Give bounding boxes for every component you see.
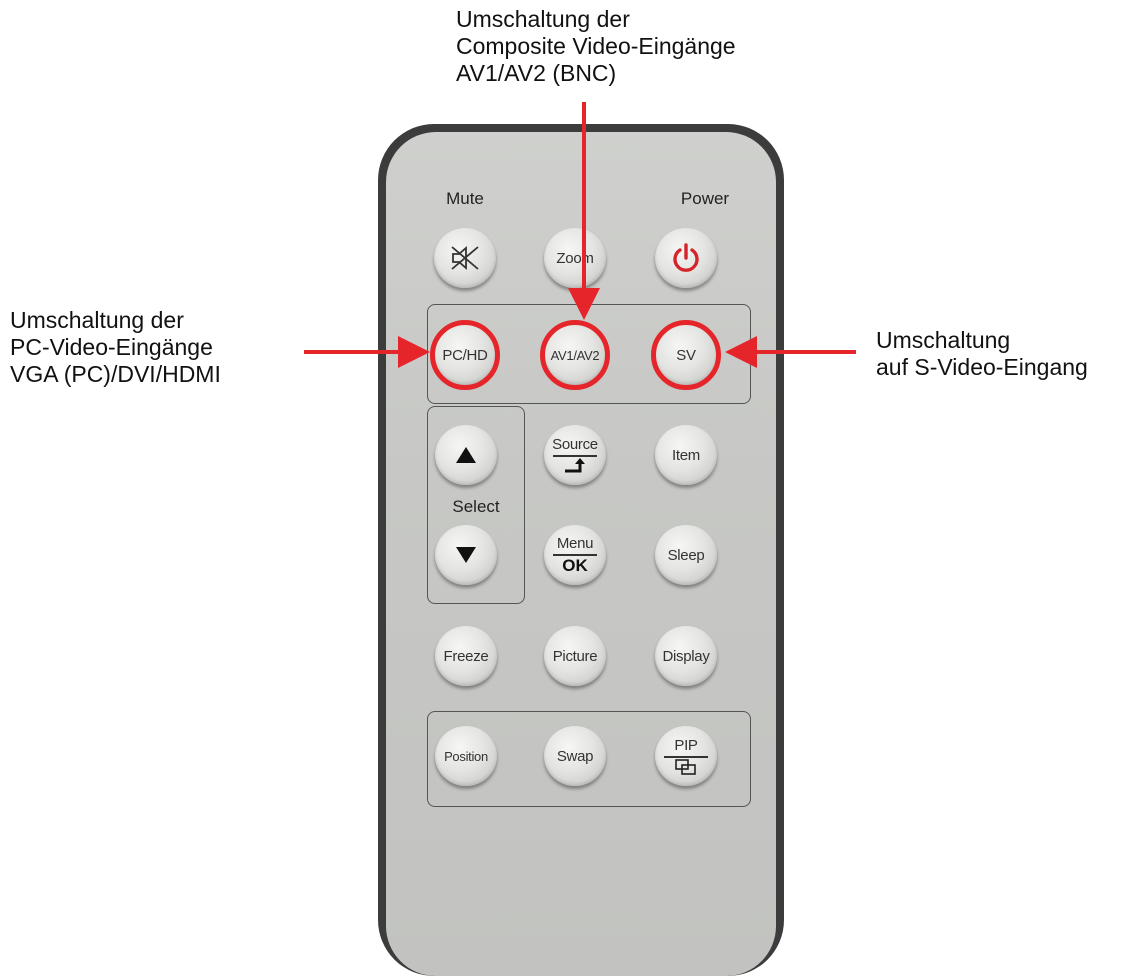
power-icon <box>673 243 699 272</box>
zoom-button[interactable]: Zoom <box>544 228 606 288</box>
position-label: Position <box>444 748 488 764</box>
swap-button[interactable]: Swap <box>544 726 606 786</box>
pip-label: PIP <box>674 737 698 755</box>
freeze-label: Freeze <box>443 647 489 665</box>
mute-label: Mute <box>446 189 484 208</box>
pip-divider <box>664 756 708 758</box>
source-label: Source <box>552 436 598 454</box>
menu-label: Menu <box>556 535 594 553</box>
display-button[interactable]: Display <box>655 626 717 686</box>
menu-ok-button[interactable]: Menu OK <box>544 525 606 585</box>
select-down-button[interactable] <box>435 525 497 585</box>
mute-icon <box>451 246 479 270</box>
ok-label: OK <box>562 555 588 575</box>
source-divider <box>553 455 597 457</box>
arrow-up-icon <box>456 447 476 463</box>
callout-composite-video: Umschaltung der Composite Video-Eingänge… <box>456 6 736 86</box>
select-up-button[interactable] <box>435 425 497 485</box>
pip-button[interactable]: PIP <box>655 726 717 786</box>
sv-highlight-ring <box>651 320 721 390</box>
position-button[interactable]: Position <box>435 726 497 786</box>
item-label: Item <box>672 446 700 464</box>
pc-hd-highlight-ring <box>430 320 500 390</box>
select-group-box <box>427 406 525 604</box>
picture-button[interactable]: Picture <box>544 626 606 686</box>
power-label: Power <box>680 189 730 208</box>
select-label: Select <box>452 497 500 516</box>
arrow-down-icon <box>456 547 476 563</box>
mute-button[interactable] <box>434 228 496 288</box>
swap-label: Swap <box>556 747 594 765</box>
av1-av2-highlight-ring <box>540 320 610 390</box>
callout-s-video: Umschaltung auf S-Video-Eingang <box>876 327 1088 380</box>
pip-window-icon <box>675 758 696 775</box>
freeze-button[interactable]: Freeze <box>435 626 497 686</box>
sleep-button[interactable]: Sleep <box>655 525 717 585</box>
power-button[interactable] <box>655 228 717 288</box>
sleep-label: Sleep <box>667 546 705 564</box>
display-label: Display <box>662 647 710 665</box>
picture-label: Picture <box>552 647 598 665</box>
callout-pc-video: Umschaltung der PC-Video-Eingänge VGA (P… <box>10 307 221 387</box>
item-button[interactable]: Item <box>655 425 717 485</box>
source-button[interactable]: Source <box>544 425 606 485</box>
pip-group-box <box>427 711 751 807</box>
source-enter-icon <box>565 457 585 473</box>
menu-divider <box>553 554 597 556</box>
zoom-label: Zoom <box>556 249 594 267</box>
